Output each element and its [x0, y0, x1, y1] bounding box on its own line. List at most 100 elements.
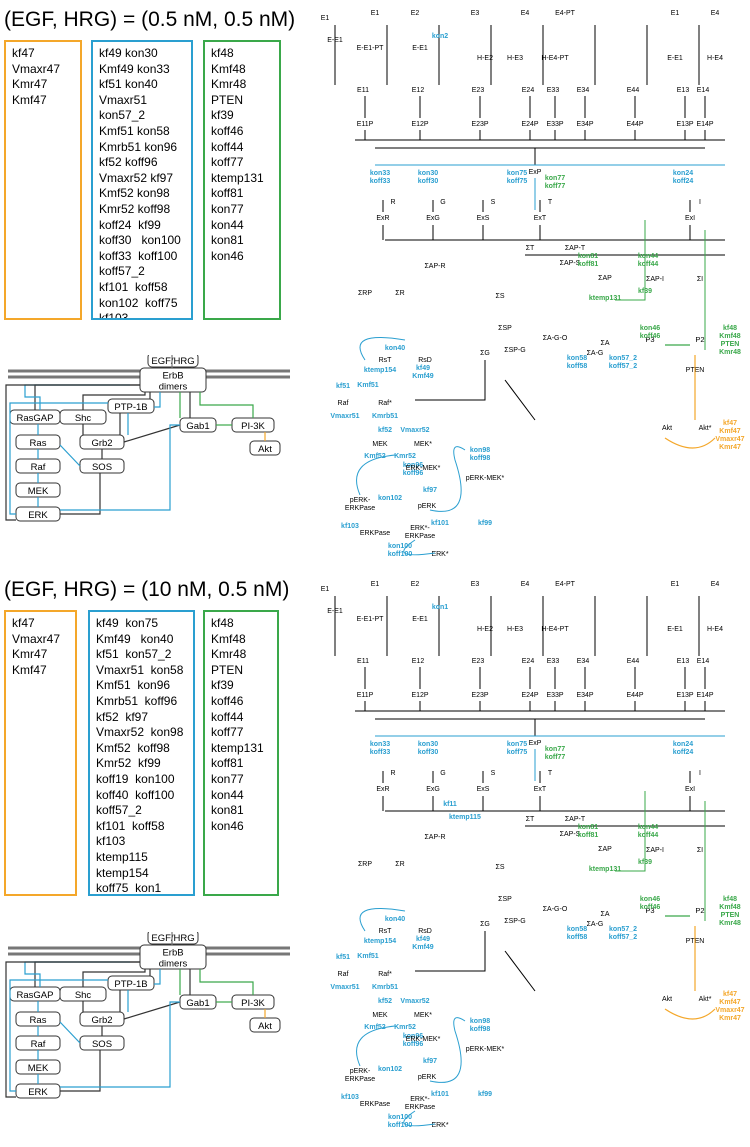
- mek-label: MEK: [28, 486, 49, 497]
- blue-param: Kmr52 koff98: [99, 201, 171, 216]
- adaptor-complex: ExI: [685, 215, 695, 222]
- cascade-arrow: [429, 1017, 466, 1083]
- rate-label: ktemp131: [589, 866, 621, 873]
- gab1-grb2-link: [123, 424, 181, 443]
- rate-label: koff46: [640, 333, 661, 340]
- sos-ras-blue: [59, 1021, 81, 1044]
- orange-param: Kmr47: [12, 77, 48, 92]
- ligand-species: E4-PT: [555, 10, 576, 17]
- sum-species: ΣAP-S: [560, 260, 581, 267]
- rate-label: kf52: [378, 427, 392, 434]
- receptor-species: E24: [522, 658, 535, 665]
- phospho-species: E14P: [696, 692, 713, 699]
- blue-param: Kmf52 koff98: [96, 740, 170, 755]
- green-param: kon77: [211, 201, 244, 216]
- species-label: ERK-MEK*: [406, 1036, 441, 1043]
- rate-label: Kmr52: [394, 453, 416, 460]
- green-param: kon81: [211, 233, 244, 248]
- rate-label: kon58: [567, 926, 587, 933]
- green-param: kon44: [211, 787, 244, 802]
- rate-label: Kmf49: [412, 373, 434, 380]
- rate-label: kon33: [370, 170, 390, 177]
- ras-label: Ras: [30, 1015, 47, 1026]
- phospho-species: E33P: [546, 692, 563, 699]
- phospho-species: E23P: [471, 692, 488, 699]
- lipid-species: P3: [645, 335, 654, 344]
- rate-label: kon81: [578, 253, 598, 260]
- phospho-species: E11P: [357, 121, 374, 128]
- shc-label: Shc: [75, 990, 92, 1001]
- receptor-species: E14: [697, 87, 710, 94]
- orange-param: Kmr47: [12, 647, 48, 662]
- receptor-label: dimers: [159, 382, 188, 393]
- sum-species: ΣSP-G: [504, 918, 525, 925]
- species-label: ERKPase: [360, 530, 390, 537]
- rasgap-label: RasGAP: [17, 990, 54, 1001]
- species-label: pERK-: [350, 497, 371, 504]
- species-label: ERK*-: [410, 1096, 430, 1103]
- adaptor-species: G: [440, 199, 445, 206]
- erk-gab1-feedback: [60, 1001, 180, 1088]
- rate-label: kf49: [416, 365, 430, 372]
- receptor-node: [139, 367, 207, 393]
- ligand-species: E4-PT: [555, 581, 576, 588]
- grb2-label: Grb2: [91, 438, 112, 449]
- green-param: kon46: [211, 248, 244, 263]
- pi3k-label: PI-3K: [241, 998, 265, 1009]
- sum-species: ΣG: [480, 350, 490, 357]
- receptor-species: E14: [697, 658, 710, 665]
- receptor-species: E44: [627, 658, 640, 665]
- blue-param: koff24 kf99: [99, 217, 161, 232]
- rate-label: kf99: [478, 1091, 492, 1098]
- receptor-species: E44: [627, 87, 640, 94]
- complex-species: H-E4: [707, 626, 723, 633]
- rate-label: kon75: [507, 170, 527, 177]
- sum-species: ΣA-G: [587, 921, 604, 928]
- complex-species: E-E1: [667, 626, 683, 633]
- sum-species: ΣSP: [498, 896, 512, 903]
- blue-param: Kmr52 kf99: [96, 756, 161, 771]
- ligand-label: EGF/HRG: [151, 933, 194, 944]
- blue-param: kf101 koff58: [96, 818, 165, 833]
- species-label: RsD: [418, 928, 432, 935]
- ligand-species: E1: [671, 581, 680, 588]
- complex-species: E-E1: [667, 55, 683, 62]
- erk-sos-feedback: [60, 473, 101, 515]
- blue-param: kf49 kon30: [99, 46, 158, 60]
- receptor-species: E23: [472, 87, 485, 94]
- species-label: Raf*: [378, 400, 392, 407]
- green-param: kon46: [211, 818, 244, 833]
- rate-label: Vmaxr47: [715, 436, 744, 443]
- species-label: Raf: [338, 400, 349, 407]
- green-param: Kmf48: [211, 61, 246, 76]
- species-label: RsT: [379, 357, 393, 364]
- rate-label: kon102: [378, 1066, 402, 1073]
- ligand-species: E1: [671, 10, 680, 17]
- rate-label: kon24: [673, 741, 693, 748]
- rate-label: Vmaxr51: [330, 984, 359, 991]
- receptor-species: E13: [677, 658, 690, 665]
- blue-param: kon57_2: [99, 108, 146, 123]
- green-param: koff46: [211, 693, 244, 708]
- orange-param: Kmf47: [12, 92, 47, 107]
- species-label: ERKPase: [405, 1104, 435, 1111]
- sos-label: SOS: [92, 1039, 112, 1050]
- sum-species: ΣAP: [598, 275, 612, 282]
- green-param: koff81: [211, 756, 244, 771]
- complex-species: H-E3: [507, 55, 523, 62]
- akt-label: Akt: [258, 444, 272, 455]
- ligand-species: E1: [321, 586, 330, 593]
- ptp1b-label: PTP-1B: [114, 402, 147, 413]
- blue-param: Kmf49 kon40: [96, 631, 174, 646]
- blue-param: Kmrb51 koff96: [96, 693, 178, 708]
- rate-label: kon44: [638, 253, 658, 260]
- green-param: kf48: [211, 46, 234, 60]
- rate-label: kf51: [336, 383, 350, 390]
- rate-label: kon100: [388, 543, 412, 550]
- rate-label: kf48: [723, 325, 737, 332]
- rate-label: koff33: [370, 178, 391, 185]
- cascade-arrow: [403, 1110, 436, 1127]
- ligand-species: E3: [471, 10, 480, 17]
